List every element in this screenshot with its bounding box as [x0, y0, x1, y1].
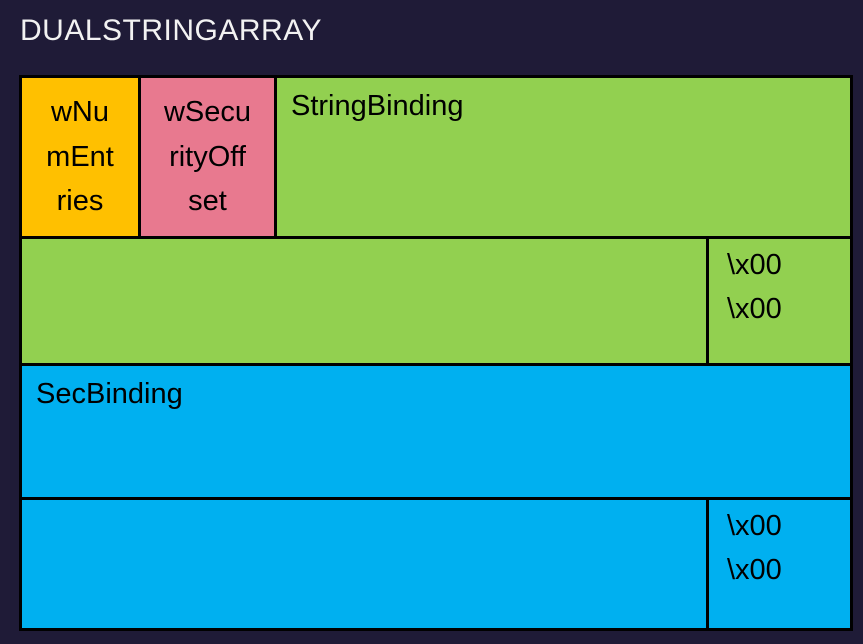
cell-secbinding-terminator: \x00 \x00: [706, 500, 850, 628]
cell-wnumentries: wNu mEnt ries: [22, 78, 141, 236]
page-title: DUALSTRINGARRAY: [20, 14, 322, 47]
cell-secbinding-data: [22, 500, 706, 628]
cell-wsecurityoffset: wSecu rityOff set: [141, 78, 277, 236]
cell-stringbinding: StringBinding: [277, 78, 850, 236]
cell-stringbinding-data: [22, 239, 706, 363]
dualstringarray-diagram: wNu mEnt ries wSecu rityOff set StringBi…: [19, 75, 853, 631]
secbinding-row: SecBinding: [22, 363, 850, 497]
header-row: wNu mEnt ries wSecu rityOff set StringBi…: [22, 78, 850, 236]
cell-stringbinding-terminator: \x00 \x00: [706, 239, 850, 363]
stringbinding-data-row: \x00 \x00: [22, 236, 850, 363]
cell-secbinding: SecBinding: [22, 366, 850, 497]
secbinding-data-row: \x00 \x00: [22, 497, 850, 628]
